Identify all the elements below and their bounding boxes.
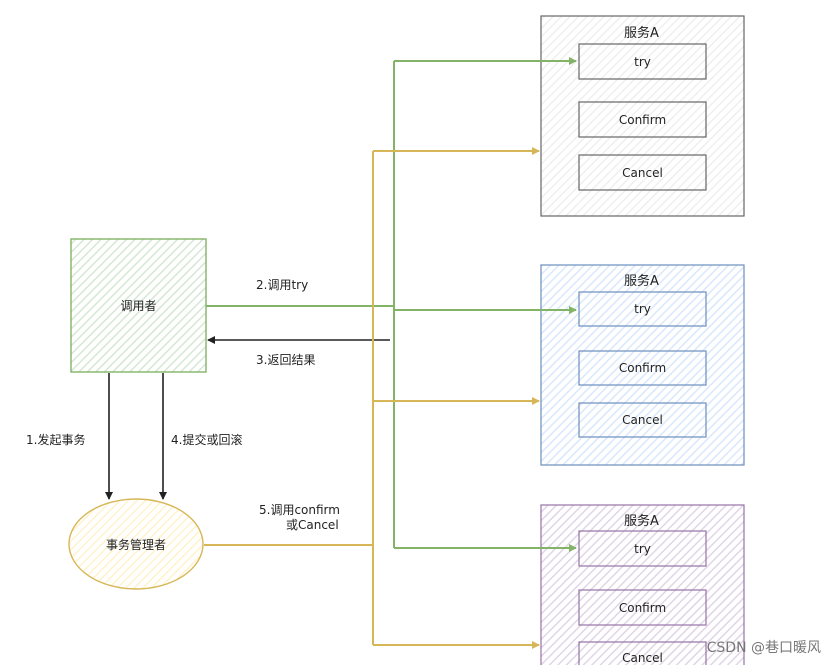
service-a-gray-cancel-box bbox=[578, 154, 707, 191]
caller-label: 调用者 bbox=[120, 299, 157, 313]
service-a-gray-confirm: Confirm bbox=[618, 112, 667, 127]
watermark: CSDN @巷口暖风 bbox=[706, 640, 821, 656]
service-a-purple-confirm: Confirm bbox=[618, 600, 667, 615]
manager-label: 事务管理者 bbox=[105, 537, 166, 552]
label-confirm-cancel-line2: 或Cancel bbox=[286, 518, 339, 532]
service-a-blue-title: 服务A bbox=[624, 274, 659, 289]
try-connectors bbox=[206, 57, 577, 552]
label-return-result: 3.返回结果 bbox=[256, 353, 316, 367]
service-a-blue-try: try bbox=[634, 302, 651, 316]
service-a-gray-title: 服务A bbox=[624, 26, 659, 41]
label-call-try: 2.调用try bbox=[256, 278, 309, 292]
service-a-blue-group bbox=[540, 264, 745, 466]
service-a-purple-confirm-box bbox=[578, 589, 707, 626]
label-commit-rollback: 4.提交或回滚 bbox=[171, 433, 243, 447]
manager-ellipse bbox=[68, 498, 204, 590]
service-a-gray-try-box bbox=[578, 43, 707, 80]
service-a-purple-group bbox=[540, 504, 745, 665]
label-confirm-cancel-line1: 5.调用confirm bbox=[259, 503, 340, 517]
service-a-purple-try: try bbox=[634, 541, 651, 556]
service-a-blue-confirm: Confirm bbox=[618, 361, 667, 375]
service-a-blue-confirm-box bbox=[578, 350, 707, 386]
service-a-purple-cancel: Cancel bbox=[622, 651, 663, 665]
service-a-gray-confirm-box bbox=[578, 101, 707, 138]
service-a-blue-cancel: Cancel bbox=[622, 413, 663, 427]
confirm-cancel-connectors bbox=[204, 147, 540, 649]
service-a-purple-cancel-box bbox=[578, 641, 707, 665]
service-a-purple-try-box bbox=[578, 530, 707, 567]
label-start-transaction: 1.发起事务 bbox=[26, 433, 86, 447]
caller-box bbox=[70, 238, 207, 373]
service-a-blue-cancel-box bbox=[578, 402, 707, 438]
service-a-gray-group bbox=[540, 15, 745, 217]
service-a-blue-try-box bbox=[578, 291, 707, 327]
service-a-gray-try: try bbox=[634, 54, 651, 69]
service-a-purple-title: 服务A bbox=[624, 514, 659, 529]
service-a-gray-cancel: Cancel bbox=[622, 165, 663, 180]
